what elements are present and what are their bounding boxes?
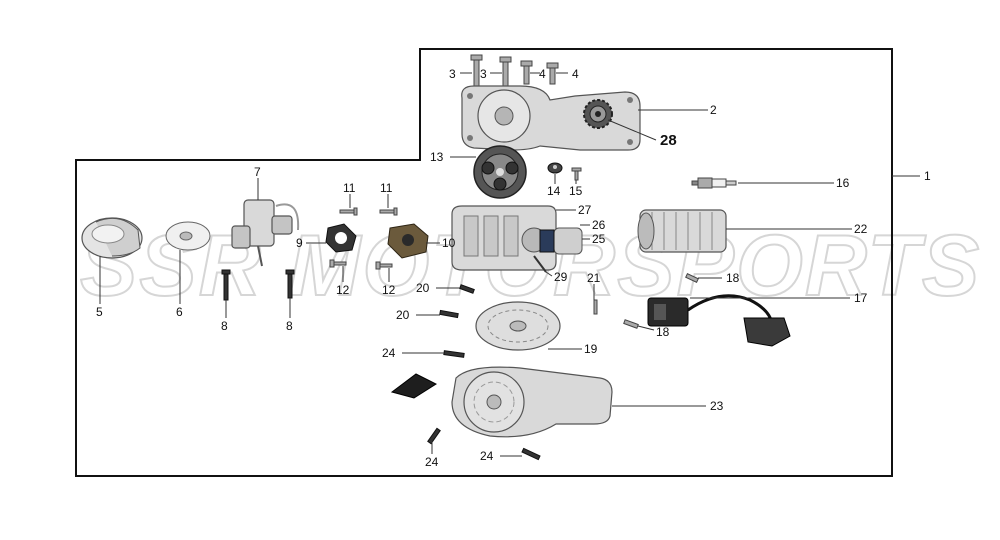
label-7: 7	[254, 165, 261, 179]
screw-24-right	[521, 447, 541, 461]
label-20-lower: 20	[396, 308, 410, 322]
sprocket-part	[583, 99, 613, 129]
crankcase-part	[451, 205, 557, 271]
label-19: 19	[584, 342, 598, 356]
label-6: 6	[176, 305, 183, 319]
label-20-upper: 20	[416, 281, 430, 295]
spark-plug-part	[691, 177, 737, 189]
bolt-4-right	[546, 62, 559, 85]
intake-gasket-part	[325, 223, 357, 253]
label-2: 2	[710, 103, 717, 117]
washer-15-part	[571, 167, 582, 181]
label-3-right: 3	[480, 67, 487, 81]
label-8-right: 8	[286, 319, 293, 333]
label-9: 9	[296, 236, 303, 250]
label-17: 17	[854, 291, 868, 305]
label-11-right: 11	[380, 181, 393, 195]
label-1: 1	[924, 169, 931, 183]
nut-14-part	[547, 162, 563, 174]
bolt-11-left	[339, 207, 358, 216]
label-28: 28	[660, 132, 677, 149]
ignition-coil-part	[647, 294, 791, 347]
label-13: 13	[430, 150, 444, 164]
label-25: 25	[592, 232, 606, 246]
screw-20-upper	[459, 284, 475, 294]
label-18-lower: 18	[656, 325, 670, 339]
label-23: 23	[710, 399, 724, 413]
bolt-11-right	[379, 207, 398, 216]
assembly-frame	[75, 48, 893, 477]
label-4-right: 4	[572, 67, 579, 81]
label-24-left: 24	[425, 455, 439, 469]
stud-12-left	[329, 259, 347, 268]
key-21-part	[593, 299, 598, 315]
label-12-left: 12	[336, 283, 350, 297]
air-filter-base-part	[165, 221, 211, 251]
label-5: 5	[96, 305, 103, 319]
label-24-right: 24	[480, 449, 494, 463]
label-22: 22	[854, 222, 868, 236]
recoil-starter-part	[390, 366, 613, 438]
label-8-left: 8	[221, 319, 228, 333]
screw-18-upper	[685, 272, 699, 284]
screw-24-top	[443, 350, 465, 358]
carburetor-part	[231, 199, 300, 267]
bolt-4-left	[520, 60, 533, 85]
cylinder-part	[637, 209, 727, 253]
air-filter-part	[81, 217, 143, 259]
flywheel-part	[475, 301, 561, 351]
label-4-left: 4	[539, 67, 546, 81]
clutch-part	[473, 145, 527, 199]
label-26: 26	[592, 218, 606, 232]
label-27: 27	[578, 203, 592, 217]
label-14: 14	[547, 184, 561, 198]
crank-seal-part	[539, 227, 583, 255]
screw-18-lower	[623, 319, 639, 329]
stud-12-right	[375, 261, 393, 270]
label-10: 10	[442, 236, 456, 250]
label-12-right: 12	[382, 283, 396, 297]
label-18-upper: 18	[726, 271, 740, 285]
label-21: 21	[587, 271, 601, 285]
pin-part	[533, 255, 547, 273]
leader-lines	[99, 72, 920, 457]
screw-20-lower	[439, 309, 459, 319]
screw-24-left	[427, 427, 441, 445]
label-24-top: 24	[382, 346, 396, 360]
gear-cover-part	[461, 85, 641, 151]
label-11-left: 11	[343, 181, 356, 195]
label-15: 15	[569, 184, 583, 198]
label-29: 29	[554, 270, 568, 284]
intake-manifold-part	[387, 223, 429, 259]
label-3-left: 3	[449, 67, 456, 81]
label-16: 16	[836, 176, 850, 190]
